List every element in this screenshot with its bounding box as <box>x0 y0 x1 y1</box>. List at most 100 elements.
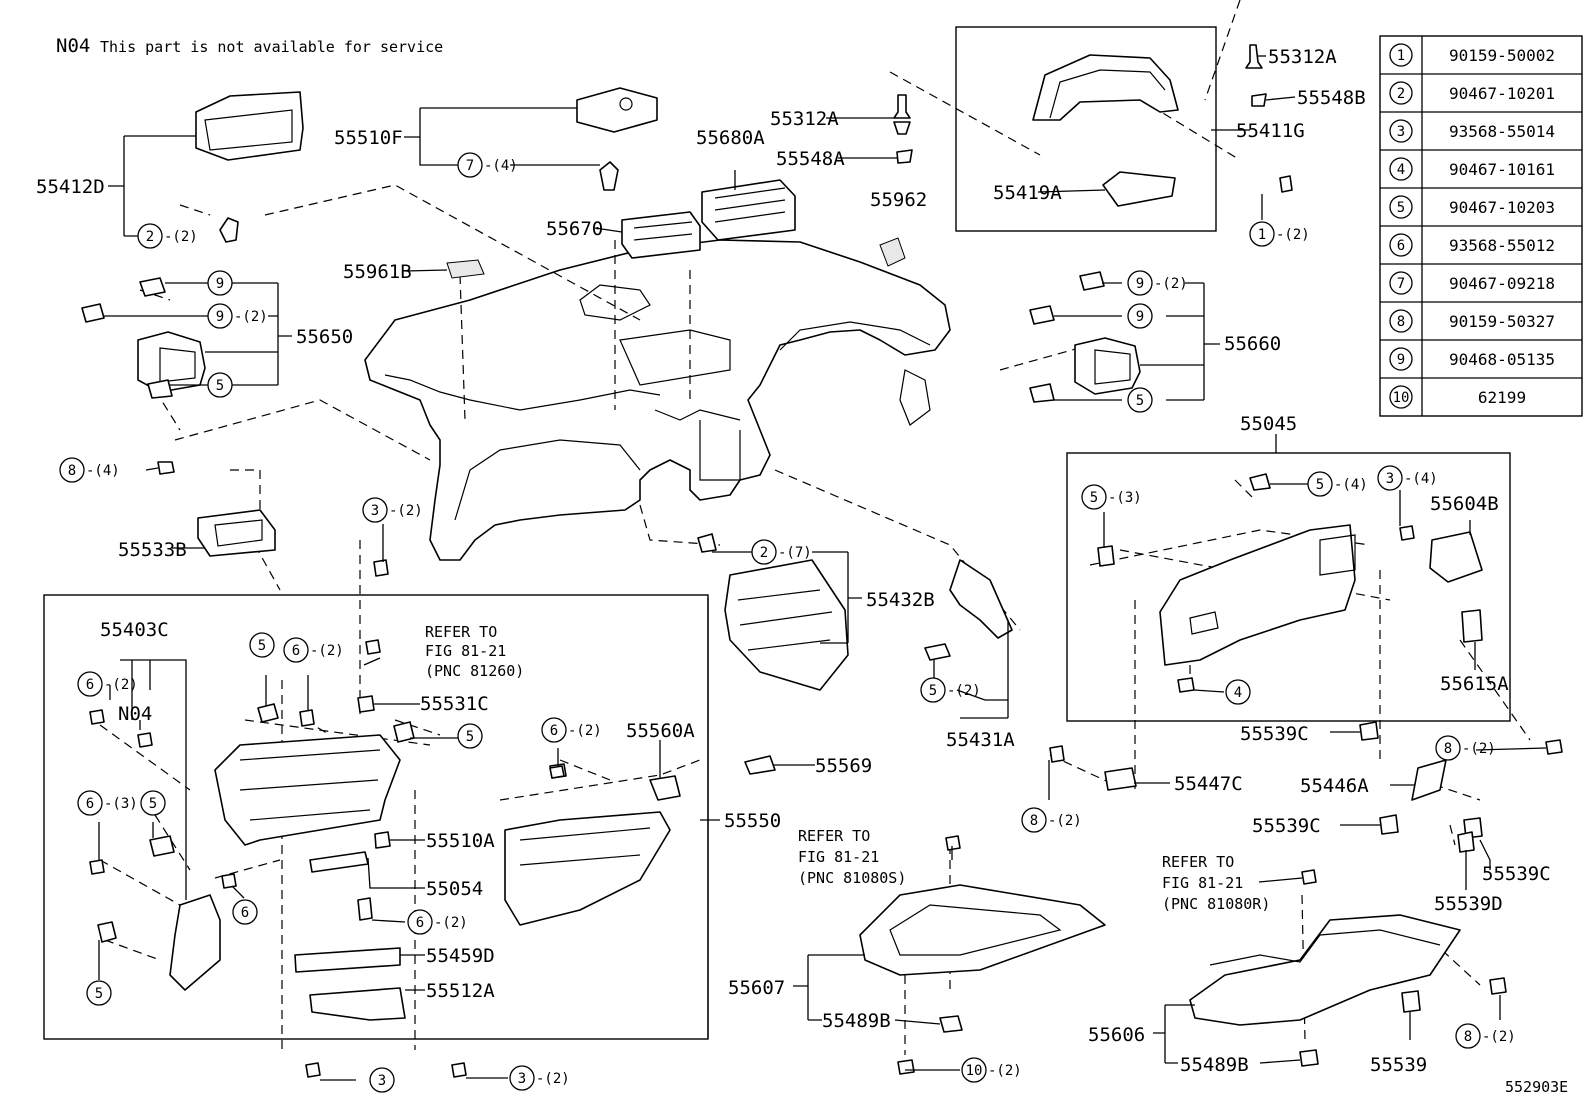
label-55569: 55569 <box>815 755 872 777</box>
refer-3-line2: FIG 81-21 <box>1162 874 1243 892</box>
callout-1-5: 1-(2) <box>1249 221 1310 247</box>
callout-8-32: 8 -(2) <box>1455 1023 1516 1049</box>
refer-notes: REFER TO FIG 81-21 (PNC 81260) REFER TO … <box>425 623 1270 913</box>
header-code: N04 <box>56 35 90 57</box>
callout-number: 10 <box>966 1063 983 1079</box>
callout-3-30: 3-(2) <box>509 1065 570 1091</box>
label-55312A-b: 55312A <box>1268 46 1337 68</box>
table-row-5-part: 90467-10203 <box>1449 198 1555 217</box>
callout-3-10: 3 -(2) <box>362 497 423 523</box>
callout-number: 6 <box>550 723 558 739</box>
table-row-9-circle <box>1389 347 1413 371</box>
callout-qty: -(2) <box>988 1063 1022 1079</box>
table-row-3-part: 93568-55014 <box>1449 122 1555 141</box>
callout-qty: -(2) <box>310 643 344 659</box>
callout-number: 8 <box>68 463 76 479</box>
label-55412D: 55412D <box>36 176 105 198</box>
callout-5-8: 5 <box>1127 387 1153 413</box>
callout-qty: -(3) <box>1108 490 1142 506</box>
callout-5-22: 5 <box>457 723 483 749</box>
label-55660: 55660 <box>1224 333 1281 355</box>
label-55961B: 55961B <box>343 261 412 283</box>
callout-3-29: 3 <box>369 1067 395 1093</box>
table-row-7-num: 7 <box>1397 276 1405 292</box>
callout-6-21: 6-(2) <box>283 637 344 663</box>
label-55962: 55962 <box>870 189 927 211</box>
callout-9-6: 9-(2) <box>1127 270 1188 296</box>
lower-panel-frame <box>1066 452 1511 722</box>
callout-qty: -(2) <box>1462 741 1496 757</box>
callout-number: 9 <box>1136 309 1144 325</box>
callout-qty: -(4) <box>1404 471 1438 487</box>
callout-2-11: 2-(7) <box>751 539 812 565</box>
label-55531C: 55531C <box>420 693 489 715</box>
leader-lines <box>99 0 1531 1055</box>
table-row-10-num: 10 <box>1393 390 1410 406</box>
table-row-7-part: 90467-09218 <box>1449 274 1555 293</box>
callout-6-19: 6 -(2) <box>541 717 602 743</box>
callout-number: 5 <box>1090 490 1098 506</box>
refer-2-line3: (PNC 81080S) <box>798 869 906 887</box>
label-55548B: 55548B <box>1297 87 1366 109</box>
callout-6-27: 6 <box>232 899 258 925</box>
label-55431A: 55431A <box>946 729 1015 751</box>
table-row-1-num: 1 <box>1397 48 1405 64</box>
label-55615A: 55615A <box>1440 673 1509 695</box>
label-N04: N04 <box>118 703 152 725</box>
label-55510A: 55510A <box>426 830 495 852</box>
callout-number: 4 <box>1234 685 1242 701</box>
callout-number: 3 <box>518 1071 526 1087</box>
callout-number: 3 <box>371 503 379 519</box>
callout-number: 8 <box>1464 1029 1472 1045</box>
callout-number: 6 <box>86 796 94 812</box>
callout-number: 9 <box>216 309 224 325</box>
table-row-5-circle <box>1389 195 1413 219</box>
callout-qty: -(2) <box>568 723 602 739</box>
table-row-6-circle <box>1389 233 1413 257</box>
callout-6-24: 6-(3) <box>77 790 138 816</box>
table-row-10-circle <box>1389 385 1413 409</box>
callout-number: 5 <box>1316 477 1324 493</box>
label-55539C-b: 55539C <box>1252 815 1321 837</box>
label-55539: 55539 <box>1370 1054 1427 1076</box>
callout-8-18: 8-(2) <box>1021 807 1082 833</box>
table-row-9-part: 90468-05135 <box>1449 350 1555 369</box>
table-row-1-part: 90159-50002 <box>1449 46 1555 65</box>
label-55054: 55054 <box>426 878 483 900</box>
table-row-1-circle <box>1389 43 1413 67</box>
callout-qty: -(2) <box>164 229 198 245</box>
callout-number: 8 <box>1030 813 1038 829</box>
label-55512A: 55512A <box>426 980 495 1002</box>
label-55459D: 55459D <box>426 945 495 967</box>
label-55550: 55550 <box>724 810 781 832</box>
callout-8-17: 8 -(2) <box>1435 735 1496 761</box>
table-row-10-part: 62199 <box>1478 388 1526 407</box>
callout-number: 5 <box>1136 393 1144 409</box>
refer-3-line1: REFER TO <box>1162 853 1234 871</box>
table-row-4-part: 90467-10161 <box>1449 160 1555 179</box>
figure-id: 552903E <box>1505 1078 1568 1096</box>
callout-5-4: 5 <box>207 372 233 398</box>
table-row-2-num: 2 <box>1397 86 1405 102</box>
label-55489B-b: 55489B <box>1180 1054 1249 1076</box>
label-55607: 55607 <box>728 977 785 999</box>
label-55411G: 55411G <box>1236 120 1305 142</box>
label-55606: 55606 <box>1088 1024 1145 1046</box>
label-55539C-a: 55539C <box>1240 723 1309 745</box>
refer-1-line2: FIG 81-21 <box>425 642 506 660</box>
callout-qty: -(2) <box>389 503 423 519</box>
callout-number: 8 <box>1444 741 1452 757</box>
instrument-panel-drawing <box>364 239 951 561</box>
callout-number: 5 <box>149 796 157 812</box>
callout-qty: -(2) <box>1482 1029 1516 1045</box>
callout-5-20: 5 <box>249 632 275 658</box>
label-55312A-a: 55312A <box>770 108 839 130</box>
callout-qty: -(2) <box>434 915 468 931</box>
callout-qty: -(2) <box>234 309 268 325</box>
callout-qty: -(2) <box>104 677 138 693</box>
label-55548A: 55548A <box>776 148 845 170</box>
callout-number: 9 <box>216 276 224 292</box>
table-row-4-num: 4 <box>1397 162 1405 178</box>
callout-number: 5 <box>466 729 474 745</box>
